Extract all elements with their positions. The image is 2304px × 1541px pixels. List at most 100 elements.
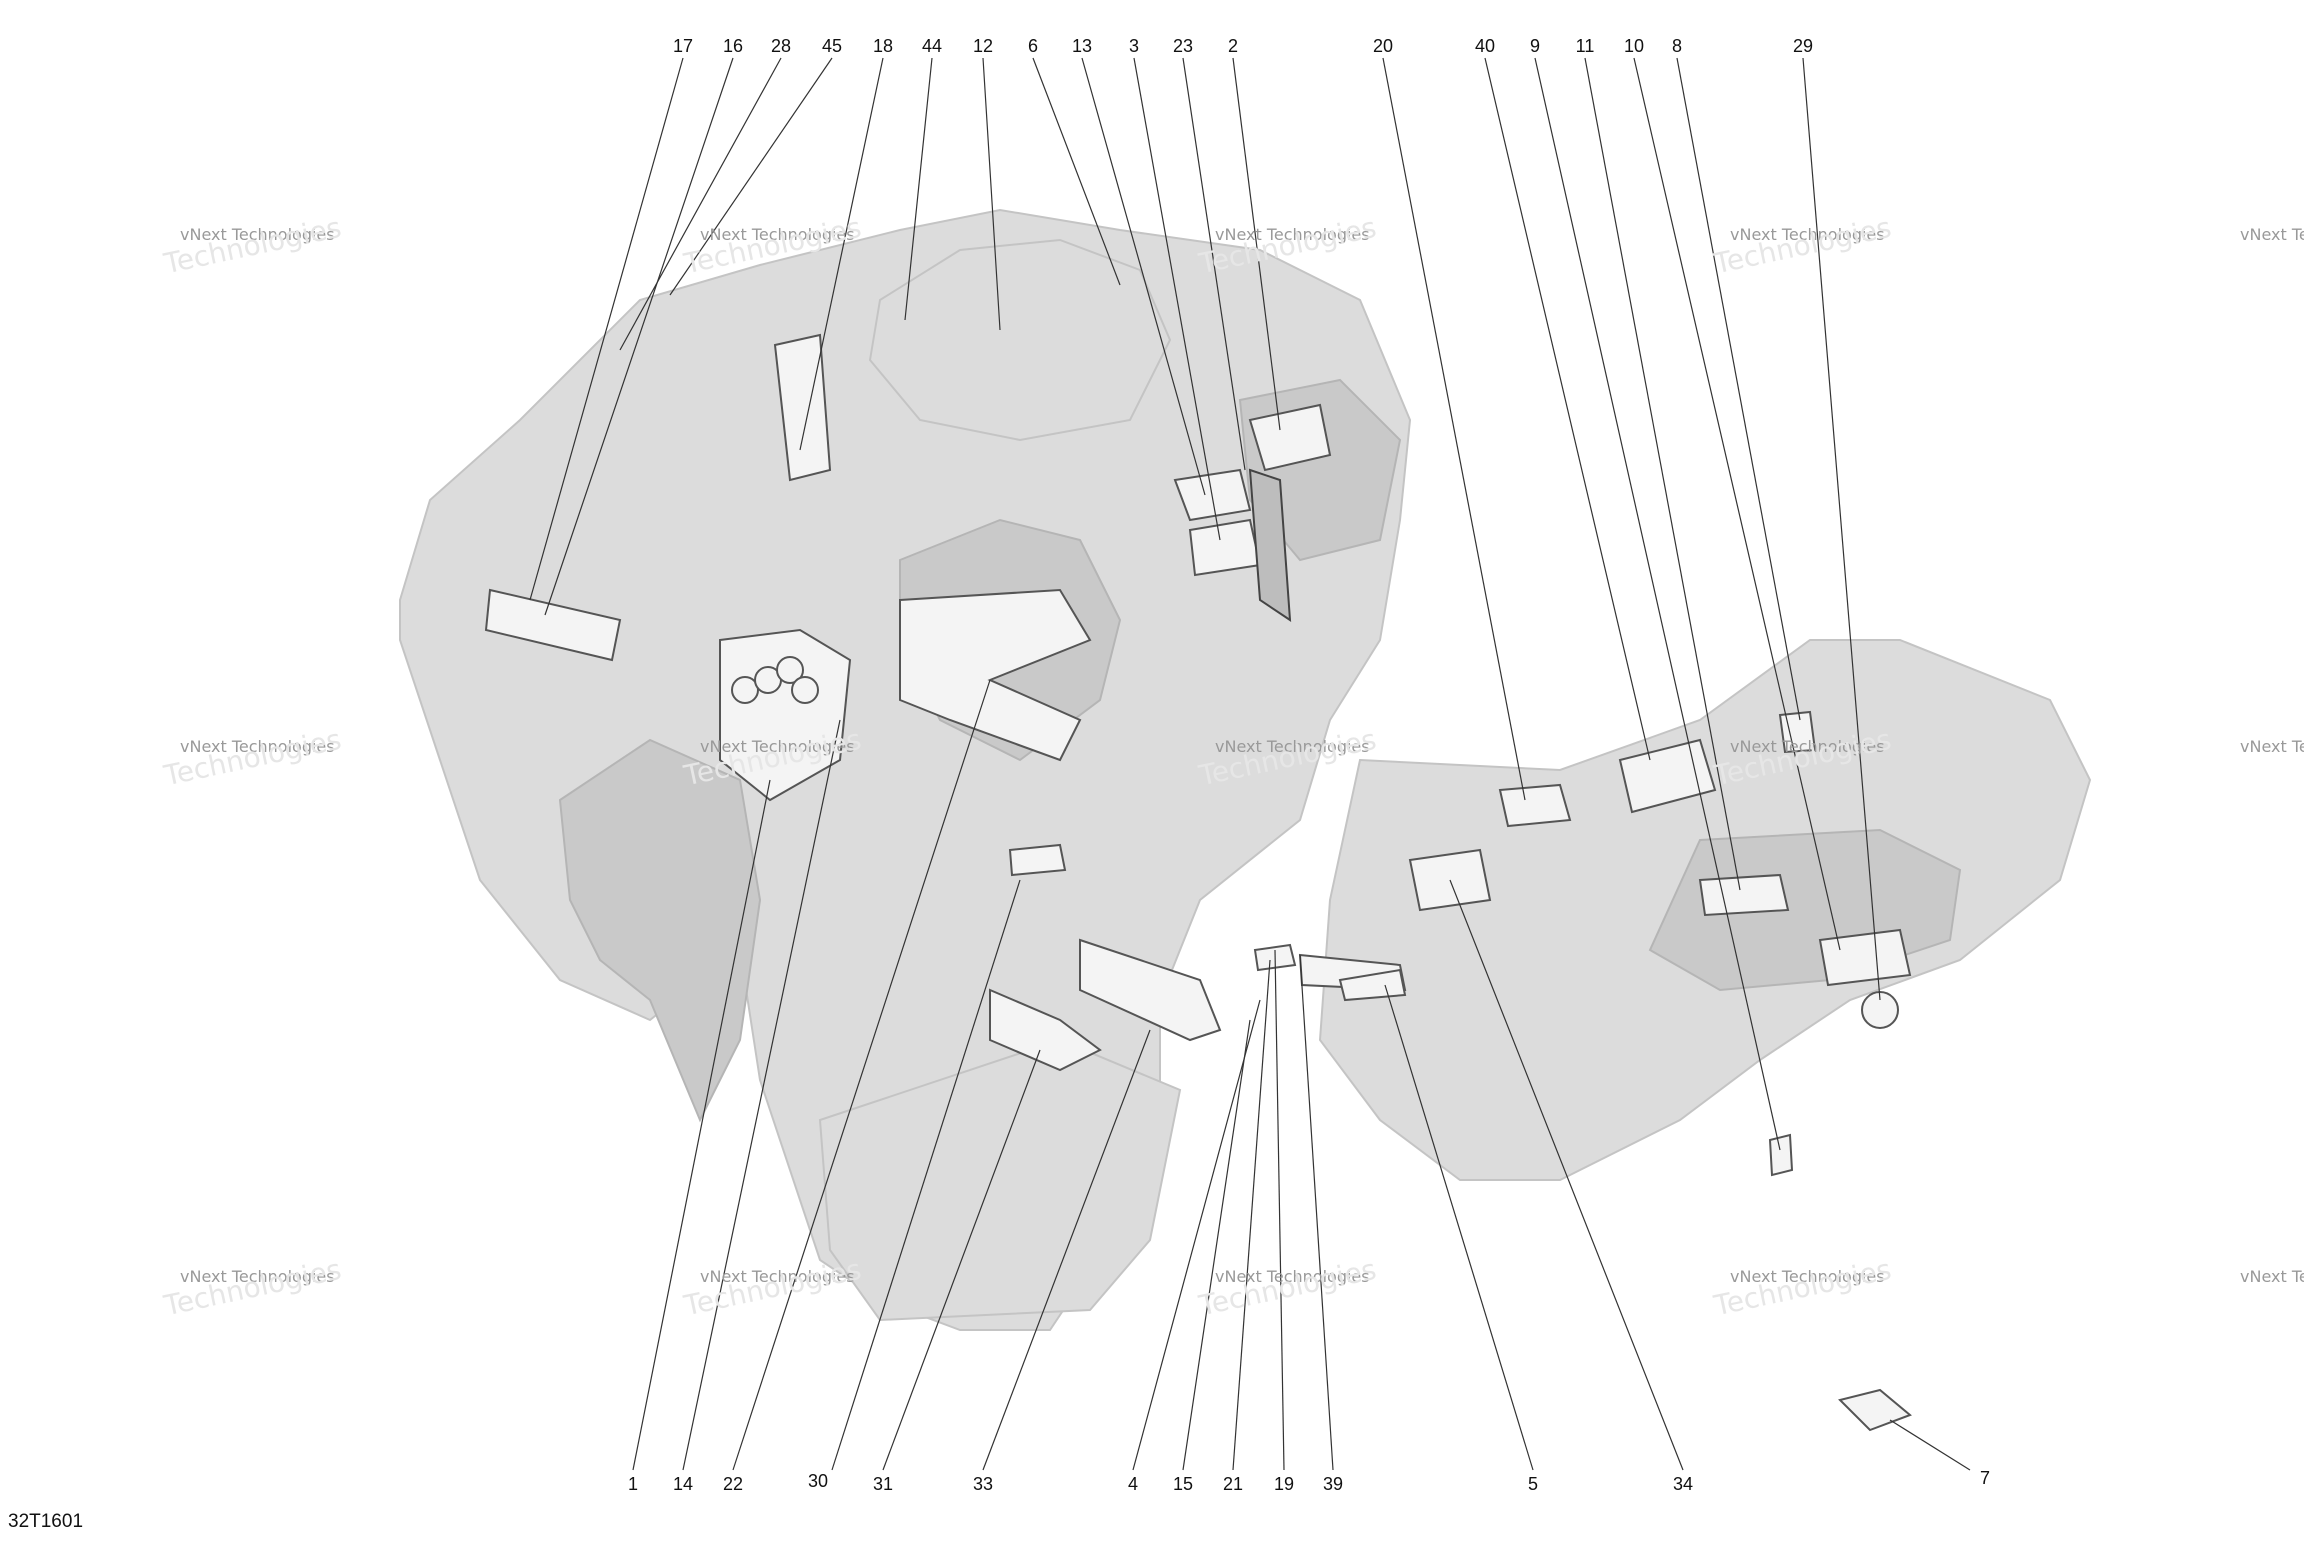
callout-label: 2 bbox=[1228, 36, 1238, 56]
leader-18 bbox=[799, 57, 884, 451]
callout-label: 17 bbox=[673, 36, 693, 56]
callout-label: 6 bbox=[1028, 36, 1038, 56]
leader-16 bbox=[544, 57, 734, 616]
watermark-text: vNext Technologies bbox=[1215, 1267, 1370, 1286]
decal-rack-plate bbox=[1698, 873, 1790, 917]
watermark: vNext Technologies Technologies bbox=[1710, 211, 1894, 281]
callouts-top: 17 16 28 45 18 44 12 6 13 3 23 2 20 40 9… bbox=[673, 36, 1813, 56]
leader-1 bbox=[632, 779, 771, 1471]
leader-9 bbox=[1534, 57, 1781, 1151]
drawing-code: 32T1601 bbox=[8, 1511, 83, 1532]
watermark: vNext Technologies Technologies bbox=[160, 723, 344, 793]
decal-hourmeter bbox=[1338, 968, 1407, 1002]
leader-17 bbox=[529, 57, 684, 601]
watermark-text: vNext Technologies bbox=[700, 737, 855, 756]
callout-label: 1 bbox=[628, 1474, 638, 1494]
callout-label: 22 bbox=[723, 1474, 743, 1494]
leader-2 bbox=[1232, 57, 1281, 431]
callout-label: 39 bbox=[1323, 1474, 1343, 1494]
watermark-text: vNext Technologies bbox=[180, 225, 335, 244]
callout-label: 45 bbox=[822, 36, 842, 56]
leader-14 bbox=[682, 719, 841, 1471]
decal-round-badge bbox=[1861, 991, 1899, 1029]
watermark-text-large: Technologies bbox=[160, 211, 344, 281]
watermark-text: vNext Technologies bbox=[180, 737, 335, 756]
leader-11 bbox=[1584, 57, 1741, 891]
leader-8 bbox=[1676, 57, 1801, 721]
leader-3 bbox=[1133, 57, 1221, 541]
leader-39 bbox=[1299, 954, 1334, 1471]
leader-lines bbox=[529, 57, 1971, 1471]
decal-standalone bbox=[1838, 1388, 1912, 1432]
watermark-text: vNext Technologies bbox=[1730, 1267, 1885, 1286]
decal-gauge-1 bbox=[731, 676, 759, 704]
decal-tail-plate bbox=[1818, 928, 1912, 987]
headlight-pod bbox=[868, 238, 1172, 442]
decal-gauge-4 bbox=[791, 676, 819, 704]
leader-40 bbox=[1484, 57, 1651, 761]
leader-29 bbox=[1802, 57, 1881, 1001]
decal-fork bbox=[1248, 468, 1292, 622]
callout-label: 13 bbox=[1072, 36, 1092, 56]
callout-label: 44 bbox=[922, 36, 942, 56]
watermark-text: vNext Technologies bbox=[700, 225, 855, 244]
callout-label: 7 bbox=[1980, 1468, 1990, 1488]
leader-23 bbox=[1182, 57, 1246, 471]
callouts-bottom: 1 14 22 30 31 33 4 15 21 19 39 5 34 7 bbox=[628, 1468, 1990, 1494]
decal-rear-left bbox=[1498, 783, 1572, 828]
leader-22 bbox=[732, 679, 991, 1471]
leader-21 bbox=[1232, 959, 1271, 1471]
callout-label: 5 bbox=[1528, 1474, 1538, 1494]
leader-13 bbox=[1081, 57, 1206, 496]
watermark-text-large: Technologies bbox=[160, 1253, 344, 1323]
decal-hitch bbox=[1768, 1133, 1794, 1177]
decal-footrest bbox=[989, 988, 1102, 1072]
callout-label: 40 bbox=[1475, 36, 1495, 56]
callout-label: 8 bbox=[1672, 36, 1682, 56]
leader-44 bbox=[904, 57, 933, 321]
callout-label: 31 bbox=[873, 1474, 893, 1494]
watermark-text: vNext Technologies bbox=[180, 1267, 335, 1286]
watermark-text: vNext Technologies bbox=[2240, 737, 2304, 756]
callout-label: 9 bbox=[1530, 36, 1540, 56]
callout-label: 19 bbox=[1274, 1474, 1294, 1494]
callout-label: 12 bbox=[973, 36, 993, 56]
callout-label: 20 bbox=[1373, 36, 1393, 56]
leader-31 bbox=[882, 1049, 1041, 1471]
watermark-text: vNext Technologies bbox=[1730, 737, 1885, 756]
watermark-text: vNext Technologies bbox=[1215, 225, 1370, 244]
decals bbox=[484, 333, 1912, 1432]
callout-label: 21 bbox=[1223, 1474, 1243, 1494]
decal-gauges-panel bbox=[719, 628, 852, 802]
callout-label: 3 bbox=[1129, 36, 1139, 56]
decal-rack-right bbox=[1248, 403, 1332, 472]
watermark-text-large: Technologies bbox=[680, 1253, 864, 1323]
watermark: vNext Technologies Technologies bbox=[1710, 1253, 1894, 1323]
callout-label: 30 bbox=[808, 1471, 828, 1491]
decal-small-left bbox=[1008, 843, 1067, 877]
watermark-text: vNext Technologies bbox=[2240, 225, 2304, 244]
left-side-panel bbox=[558, 738, 762, 1123]
watermark-text-large: Technologies bbox=[1195, 1253, 1379, 1323]
callout-label: 14 bbox=[673, 1474, 693, 1494]
callout-label: 15 bbox=[1173, 1474, 1193, 1494]
callout-label: 11 bbox=[1576, 36, 1595, 56]
decal-logo-strip bbox=[1079, 938, 1222, 1042]
leader-12 bbox=[982, 57, 1001, 331]
leader-15 bbox=[1182, 1019, 1251, 1471]
callout-label: 10 bbox=[1624, 36, 1644, 56]
decal-rear-center bbox=[1618, 738, 1717, 814]
watermark-text-large: Technologies bbox=[160, 723, 344, 793]
callout-label: 18 bbox=[873, 36, 893, 56]
watermark: vNext Technologies bbox=[2240, 225, 2304, 244]
watermark-text-large: Technologies bbox=[1710, 1253, 1894, 1323]
callout-label: 33 bbox=[973, 1474, 993, 1494]
watermark-text: vNext Technologies bbox=[2240, 1267, 2304, 1286]
decal-outlander bbox=[484, 588, 622, 662]
leader-20 bbox=[1382, 57, 1526, 801]
decal-console-center bbox=[1188, 518, 1262, 577]
leader-10 bbox=[1633, 57, 1841, 951]
watermark-text: vNext Technologies bbox=[1215, 737, 1370, 756]
